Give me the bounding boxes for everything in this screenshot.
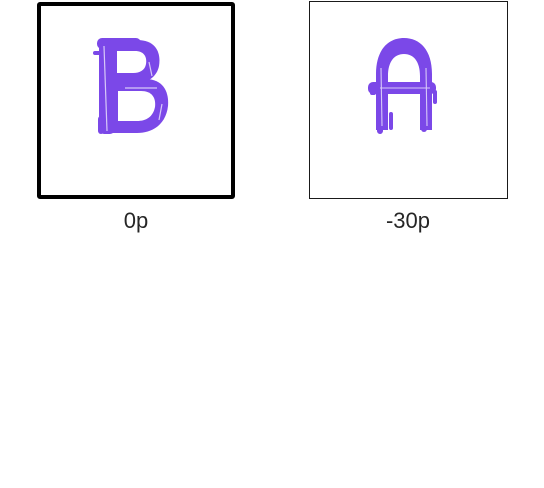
- tile-caption: -30p: [385, 208, 431, 233]
- letter-a-icon: [368, 38, 437, 134]
- letter-tile-a[interactable]: [309, 1, 508, 199]
- letter-tile-b[interactable]: [37, 2, 235, 199]
- tile-caption: 0p: [123, 208, 149, 233]
- letter-b-icon: [93, 38, 169, 134]
